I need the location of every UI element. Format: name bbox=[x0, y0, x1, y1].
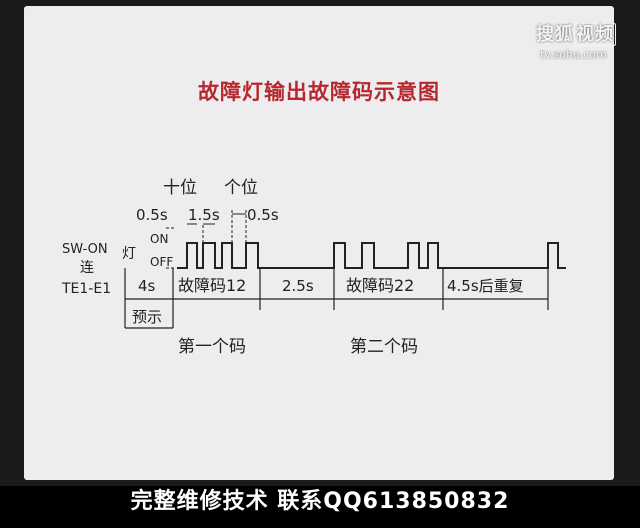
sohu-watermark: 搜狐视频 tv.sohu.com bbox=[536, 20, 620, 64]
caption-bar bbox=[0, 486, 640, 528]
ones-label: 个位 bbox=[224, 178, 258, 198]
lamp-off-label: OFF bbox=[150, 255, 173, 269]
code-12-label: 故障码12 bbox=[178, 276, 246, 295]
lamp-label: 灯 bbox=[122, 246, 136, 262]
repeat-label: 4.5s后重复 bbox=[447, 277, 524, 295]
tens-label: 十位 bbox=[163, 178, 197, 198]
watermark-url: tv.sohu.com bbox=[540, 48, 607, 61]
lamp-on-label: ON bbox=[150, 232, 168, 246]
connect-label: 连 bbox=[80, 260, 94, 276]
time-15s: 1.5s bbox=[188, 206, 220, 224]
timeline-row bbox=[124, 268, 549, 329]
code-22-label: 故障码22 bbox=[346, 276, 414, 295]
slide-background bbox=[24, 6, 614, 480]
watermark-brand: 搜狐视频 bbox=[536, 20, 620, 46]
video-caption: 完整维修技术 联系QQ613850832 bbox=[130, 489, 510, 514]
te1-e1-label: TE1-E1 bbox=[61, 281, 111, 297]
sw-on-label: SW-ON bbox=[62, 242, 108, 257]
second-code-label: 第二个码 bbox=[350, 337, 418, 357]
dashed-guides bbox=[166, 210, 247, 269]
preview-label: 预示 bbox=[132, 308, 162, 326]
watermark-brand-b: 视频 bbox=[574, 23, 616, 46]
diagram-title: 故障灯输出故障码示意图 bbox=[198, 79, 440, 104]
watermark-brand-a: 搜狐 bbox=[536, 24, 574, 45]
timing-diagram: 十位 个位 0.5s 1.5s 0.5s ON OFF 灯 SW-ON 连 TE… bbox=[61, 178, 566, 357]
fault-code-waveform bbox=[177, 242, 566, 269]
timing-arrows bbox=[187, 213, 246, 225]
time-25s: 2.5s bbox=[282, 277, 314, 295]
first-code-label: 第一个码 bbox=[178, 337, 246, 357]
time-05s-right: 0.5s bbox=[247, 206, 279, 224]
time-4s: 4s bbox=[138, 277, 156, 295]
time-05s-left: 0.5s bbox=[136, 206, 168, 224]
